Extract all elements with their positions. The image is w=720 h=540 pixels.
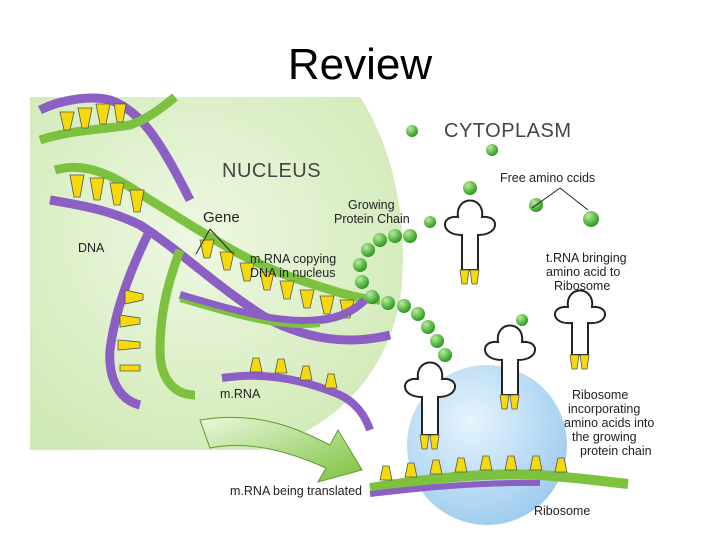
- growing-chain-label-2: Protein Chain: [334, 212, 410, 226]
- dna-label: DNA: [78, 241, 105, 255]
- free-amino-label: Free amino ccids: [500, 171, 595, 185]
- nucleus-label: NUCLEUS: [222, 160, 321, 182]
- growing-chain-label-1: Growing: [348, 198, 395, 212]
- dna-helix: [37, 93, 392, 410]
- ribosome-incorporating-label-5: protein chain: [580, 444, 652, 458]
- ribosome-incorporating-label-3: amino acids into: [564, 416, 654, 430]
- gene-label: Gene: [203, 209, 240, 226]
- mrna-copy-strand: [178, 291, 368, 328]
- cytoplasm-label: CYTOPLASM: [444, 120, 572, 142]
- trna-label-3: Ribosome: [554, 279, 610, 293]
- mrna-fragment: [221, 357, 374, 432]
- trna-label-2: amino acid to: [546, 265, 620, 279]
- mrna-copying-label-1: m.RNA copying: [250, 252, 336, 266]
- translation-arrow: [199, 416, 363, 483]
- pointer-lines: [195, 187, 589, 255]
- mrna-translated-label: m.RNA being translated: [230, 484, 362, 498]
- trna-molecules: [404, 199, 606, 450]
- ribosome-incorporating-label-4: the growing: [572, 430, 637, 444]
- mrna-label: m.RNA: [220, 387, 261, 401]
- trna-label-1: t.RNA bringing: [546, 251, 627, 265]
- mrna-translated-strand: [369, 455, 629, 497]
- ribosome-incorporating-label-1: Ribosome: [572, 388, 628, 402]
- ribosome-incorporating-label-2: incorporating: [568, 402, 640, 416]
- slide-title: Review: [287, 40, 433, 89]
- mrna-copying-label-2: DNA in nucleus: [250, 266, 335, 280]
- ribosome-label: Ribosome: [534, 504, 590, 518]
